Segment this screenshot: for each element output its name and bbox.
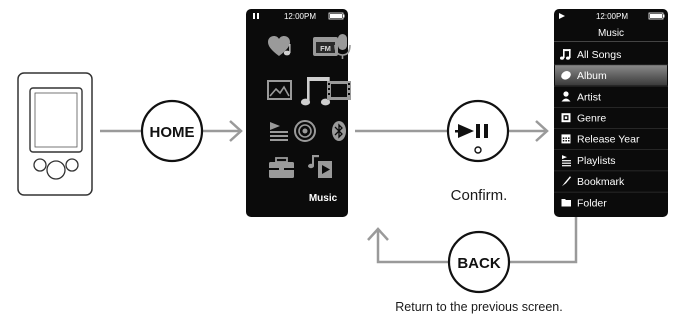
menu-item-label: Release Year <box>577 134 640 146</box>
menu-item[interactable]: All Songs <box>554 49 668 66</box>
playlist-icon[interactable] <box>270 122 288 141</box>
play-pause-button[interactable] <box>446 99 510 163</box>
confirm-caption: Confirm. <box>451 187 508 204</box>
podcast-icon[interactable] <box>294 120 316 142</box>
home-button-label: HOME <box>150 124 195 141</box>
menu-item-label: Album <box>577 70 607 82</box>
bookmark-icon <box>562 176 571 187</box>
menu-item-label: All Songs <box>577 49 621 61</box>
menu-item[interactable]: Genre <box>554 113 668 129</box>
play-status-icon <box>559 13 565 19</box>
return-caption: Return to the previous screen. <box>395 300 562 314</box>
music-screen-clock: 12:00PM <box>596 12 628 21</box>
device-illustration <box>17 72 93 196</box>
selected-app-label: Music <box>309 193 338 204</box>
microphone-icon[interactable] <box>334 34 351 59</box>
menu-item-label: Artist <box>577 91 601 103</box>
battery-icon <box>328 12 345 20</box>
disc-icon <box>561 71 571 80</box>
flow-arrows <box>100 120 549 142</box>
home-button[interactable]: HOME <box>140 99 204 163</box>
svg-text:FM: FM <box>320 44 331 53</box>
menu-item-label: Folder <box>577 197 607 209</box>
folder-icon <box>561 199 571 207</box>
fm-radio-icon[interactable]: FM <box>313 37 338 56</box>
menu-item[interactable]: Bookmark <box>554 176 668 193</box>
return-path <box>367 216 578 264</box>
video-icon[interactable] <box>327 81 351 100</box>
favorites-icon[interactable] <box>268 36 291 56</box>
selection-highlight <box>555 65 667 86</box>
pause-status-icon <box>253 13 259 19</box>
music-note-icon <box>560 49 571 60</box>
menu-item[interactable]: Artist <box>554 91 668 108</box>
menu-item[interactable]: Album <box>554 65 668 87</box>
calendar-icon <box>561 134 571 144</box>
play-pause-icon <box>455 124 488 138</box>
home-screen: 12:00PM FM <box>246 9 351 217</box>
home-screen-clock: 12:00PM <box>284 12 316 21</box>
toolbox-icon[interactable] <box>269 157 294 178</box>
battery-icon <box>648 12 665 20</box>
menu-item[interactable]: Playlists <box>554 155 668 172</box>
photo-icon[interactable] <box>267 80 292 100</box>
menu-item[interactable]: Folder <box>561 197 608 209</box>
menu-item-label: Playlists <box>577 155 616 167</box>
bluetooth-icon[interactable] <box>332 121 346 141</box>
now-playing-icon[interactable] <box>308 155 332 178</box>
music-screen-title: Music <box>598 28 624 39</box>
music-screen: 12:00PM Music All SongsAlbumArtistGenreR… <box>554 9 668 217</box>
menu-item-label: Bookmark <box>577 176 625 188</box>
person-icon <box>561 91 571 102</box>
menu-item[interactable]: Release Year <box>554 134 668 150</box>
genre-icon <box>561 113 571 123</box>
playlist-icon <box>562 155 571 167</box>
back-button[interactable]: BACK <box>447 230 511 294</box>
menu-item-label: Genre <box>577 113 606 125</box>
back-button-label: BACK <box>457 255 500 272</box>
